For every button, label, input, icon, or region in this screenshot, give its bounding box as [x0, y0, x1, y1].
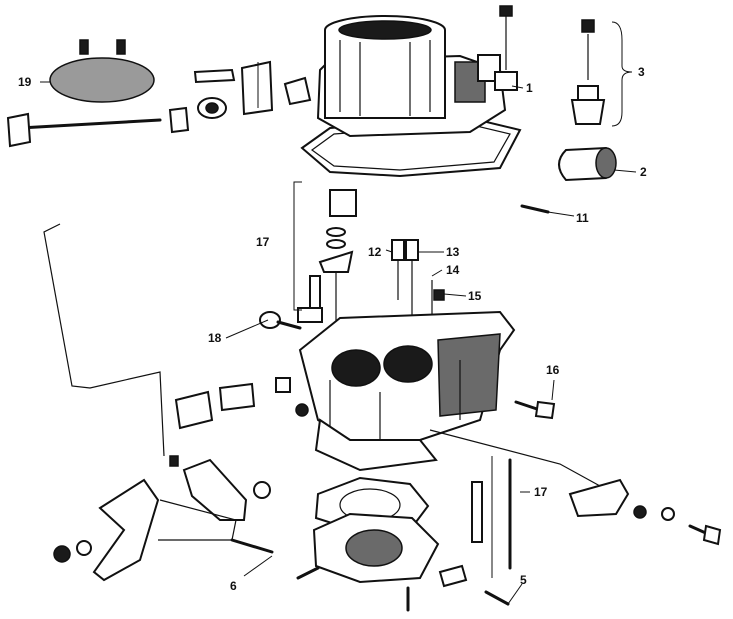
callout-labels: 1 2 3 5 6 11 12 13 14 15 16 17 17 18 19 [18, 65, 647, 593]
callout-18: 18 [208, 331, 222, 345]
callout-12: 12 [368, 245, 382, 259]
callout-15: 15 [468, 289, 482, 303]
callout-14: 14 [446, 263, 460, 277]
top-screw-part [494, 5, 518, 91]
carburetor-top-cover [300, 15, 522, 178]
callout-17-lower: 17 [534, 485, 548, 499]
pump-rod-lower [471, 456, 512, 578]
carburetor-main-body [298, 310, 516, 472]
screw-5-part [438, 564, 510, 606]
screw-18-part [259, 311, 302, 330]
callout-6: 6 [230, 579, 237, 593]
callout-1: 1 [526, 81, 533, 95]
callout-2: 2 [640, 165, 647, 179]
callout-16: 16 [546, 363, 560, 377]
callout-3: 3 [638, 65, 645, 79]
left-linkage [43, 223, 309, 457]
float-part [558, 146, 617, 182]
choke-plate-and-shaft [6, 39, 190, 148]
bolt-16-part [514, 400, 556, 420]
callout-19: 19 [18, 75, 32, 89]
throttle-lever-assembly [53, 455, 274, 582]
pump-cover-stack [293, 181, 357, 330]
jets-group [391, 239, 445, 330]
callout-13: 13 [446, 245, 460, 259]
callout-11: 11 [576, 211, 589, 225]
right-side-parts [429, 429, 722, 546]
pin-part [520, 204, 550, 214]
callout-17-upper: 17 [256, 235, 270, 249]
callout-5: 5 [520, 573, 527, 587]
throttle-base-plate [296, 476, 440, 612]
leader-lines [40, 62, 637, 605]
needle-valve-assembly [570, 19, 633, 127]
choke-linkage-parts [193, 60, 312, 119]
